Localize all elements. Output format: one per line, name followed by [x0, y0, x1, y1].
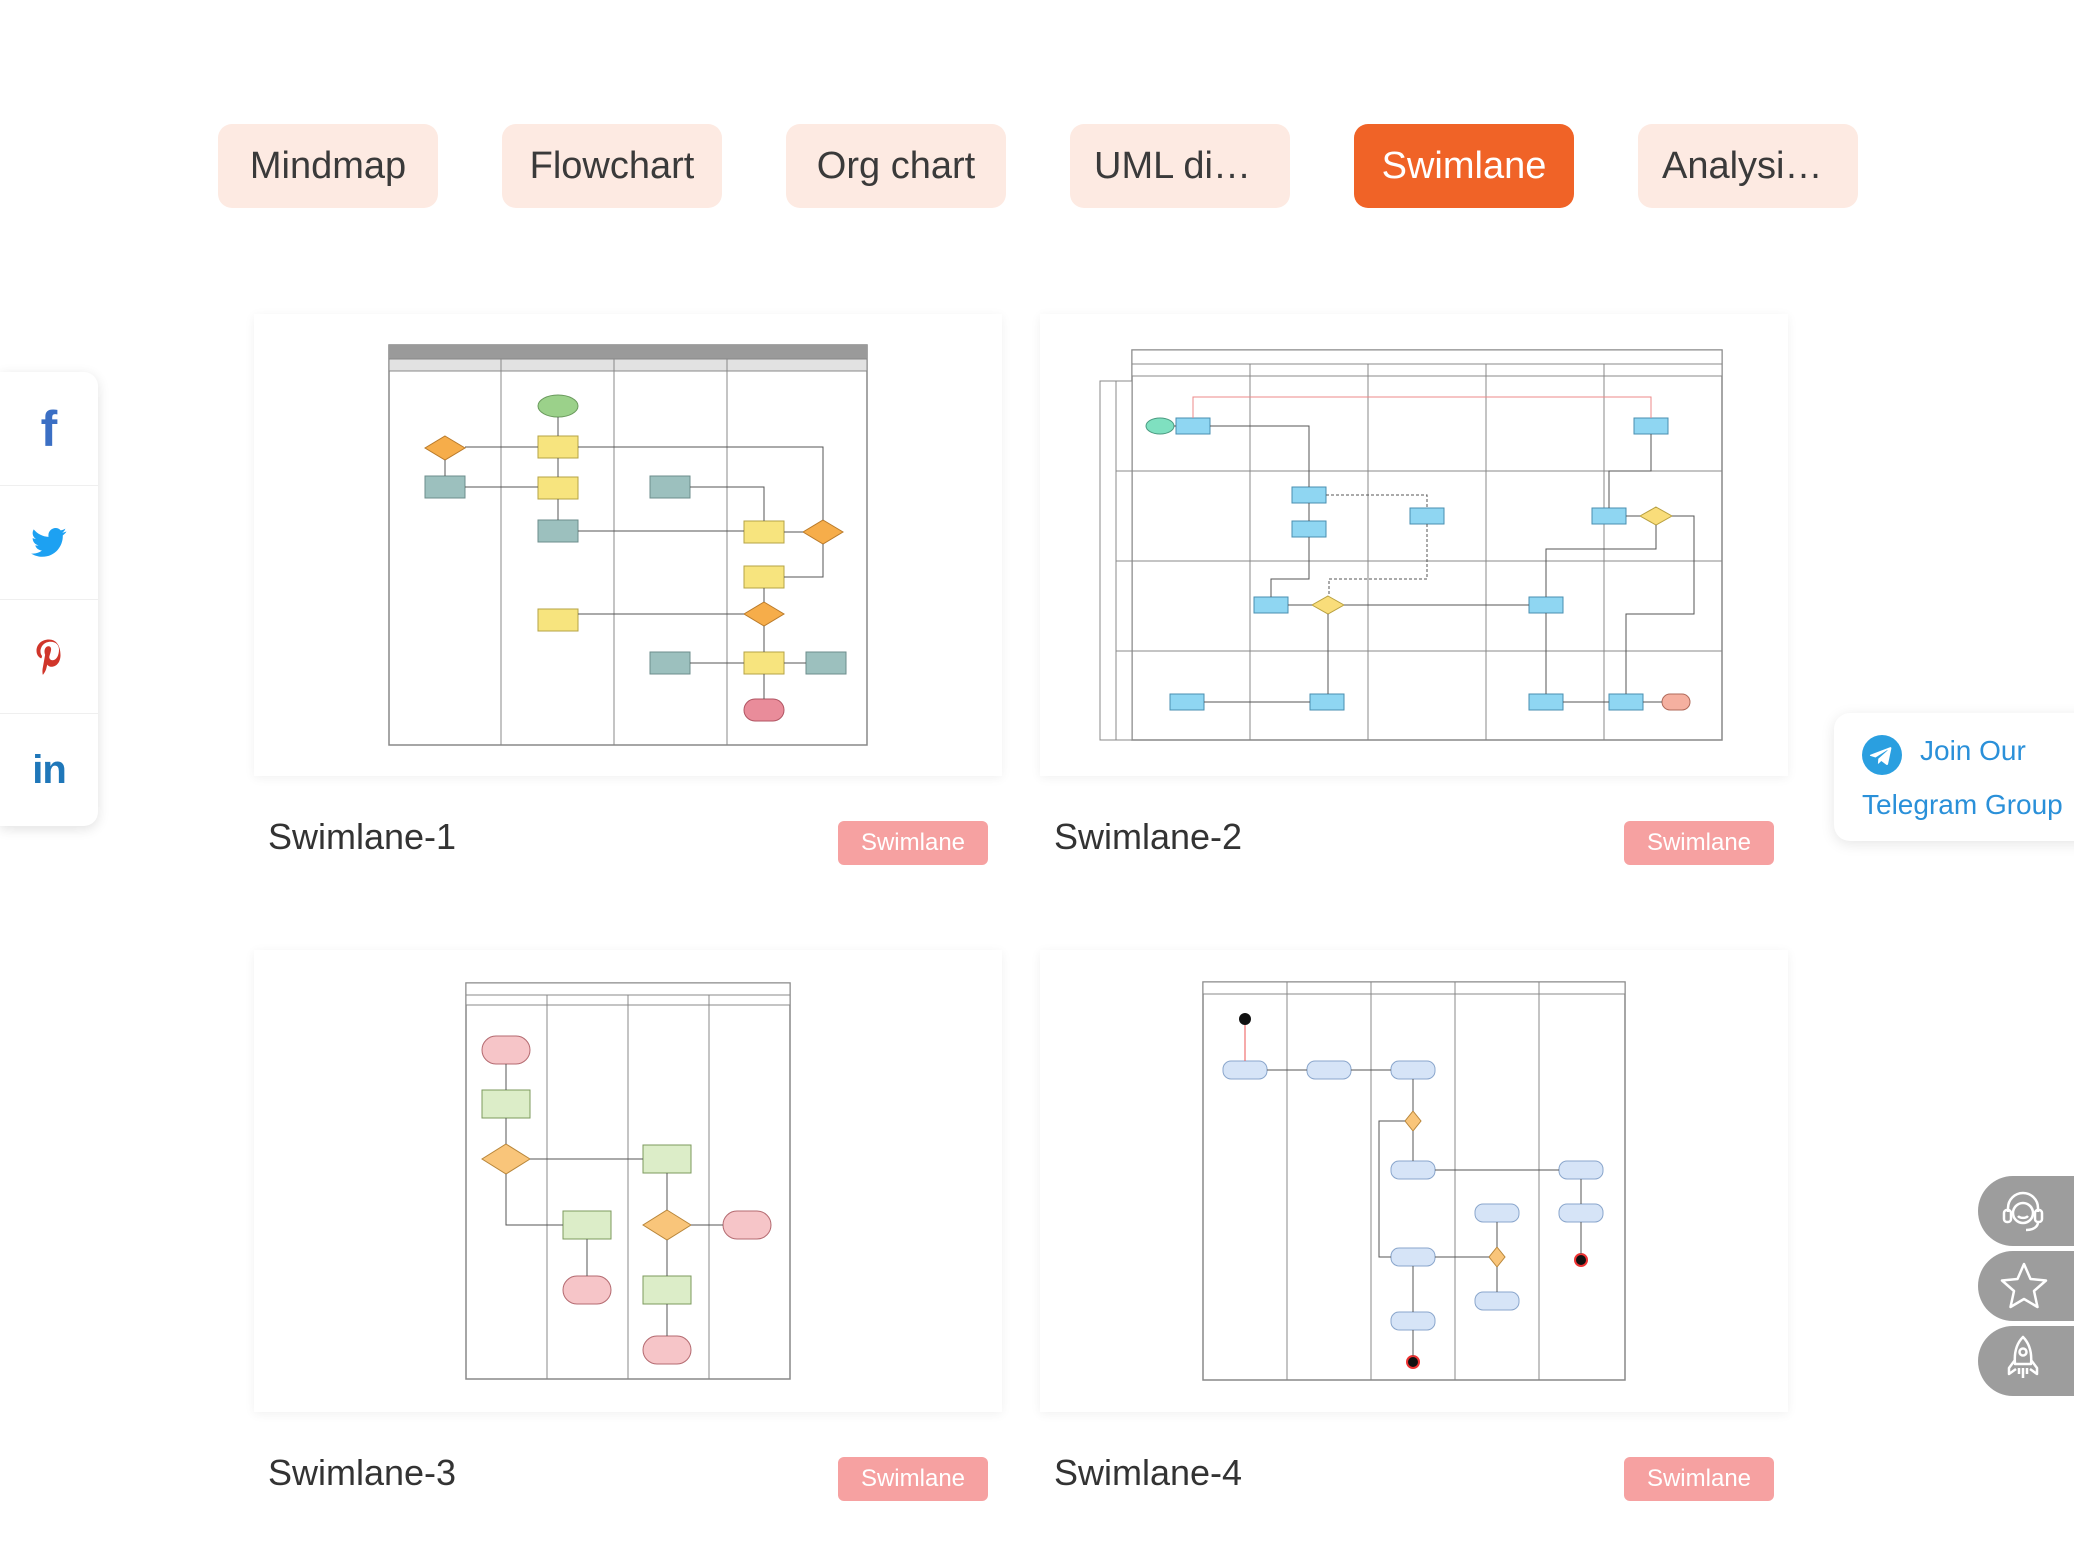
customer-support-button[interactable] [1978, 1176, 2074, 1246]
telegram-text-line2[interactable]: Telegram Group [1862, 789, 2063, 820]
category-tabs: Mindmap Flowchart Org chart UML dia… Swi… [218, 124, 1858, 208]
social-share-bar: f in [0, 372, 98, 826]
support-icon [2002, 1191, 2044, 1232]
template-card[interactable]: Swimlane-3 Swimlane [254, 950, 1002, 1501]
pinterest-icon [36, 639, 61, 675]
twitter-share-button[interactable] [0, 486, 98, 600]
tab-label: Flowchart [529, 144, 695, 187]
facebook-share-button[interactable]: f [0, 372, 98, 486]
template-thumbnail[interactable] [254, 314, 1002, 776]
swimlane-diagram-thumbnail [1202, 981, 1626, 1381]
template-card[interactable]: Swimlane-4 Swimlane [1040, 950, 1788, 1501]
telegram-icon [1862, 735, 1902, 775]
back-to-top-button[interactable] [1978, 1326, 2074, 1396]
tab-label: Analysis … [1662, 144, 1834, 187]
star-icon [2000, 1262, 2048, 1309]
card-title[interactable]: Swimlane-4 [1054, 1452, 1243, 1493]
tab-swimlane[interactable]: Swimlane [1354, 124, 1574, 208]
swimlane-diagram-thumbnail [465, 982, 791, 1380]
template-card[interactable]: Swimlane-1 Swimlane [254, 314, 1002, 865]
card-title[interactable]: Swimlane-1 [268, 816, 457, 857]
category-tag: Swimlane [1624, 1457, 1774, 1501]
tab-label: Mindmap [249, 144, 407, 187]
tab-org-chart[interactable]: Org chart [786, 124, 1006, 208]
pinterest-share-button[interactable] [0, 600, 98, 714]
tab-mindmap[interactable]: Mindmap [218, 124, 438, 208]
category-tag: Swimlane [838, 821, 988, 865]
tab-flowchart[interactable]: Flowchart [502, 124, 722, 208]
twitter-icon [31, 527, 67, 557]
linkedin-icon: in [32, 748, 67, 792]
telegram-text-line1[interactable]: Join Our [1920, 735, 2026, 766]
tab-uml-diagram[interactable]: UML dia… [1070, 124, 1290, 208]
card-title[interactable]: Swimlane-2 [1054, 816, 1243, 857]
tab-label: Org chart [816, 144, 976, 187]
tab-analysis[interactable]: Analysis … [1638, 124, 1858, 208]
template-card[interactable]: Swimlane-2 Swimlane [1040, 314, 1788, 865]
template-thumbnail[interactable] [1040, 950, 1788, 1412]
facebook-icon: f [40, 400, 58, 457]
swimlane-diagram-thumbnail [1099, 349, 1723, 741]
template-thumbnail[interactable] [254, 950, 1002, 1412]
linkedin-share-button[interactable]: in [0, 714, 98, 827]
swimlane-diagram-thumbnail [388, 344, 868, 746]
tab-label: Swimlane [1381, 144, 1547, 187]
template-thumbnail[interactable] [1040, 314, 1788, 776]
tab-label: UML dia… [1094, 144, 1266, 187]
rocket-icon [2007, 1335, 2039, 1378]
card-title[interactable]: Swimlane-3 [268, 1452, 457, 1493]
telegram-group-link[interactable]: Join Our Telegram Group [1834, 713, 2074, 841]
category-tag: Swimlane [838, 1457, 988, 1501]
favorite-button[interactable] [1978, 1251, 2074, 1321]
category-tag: Swimlane [1624, 821, 1774, 865]
